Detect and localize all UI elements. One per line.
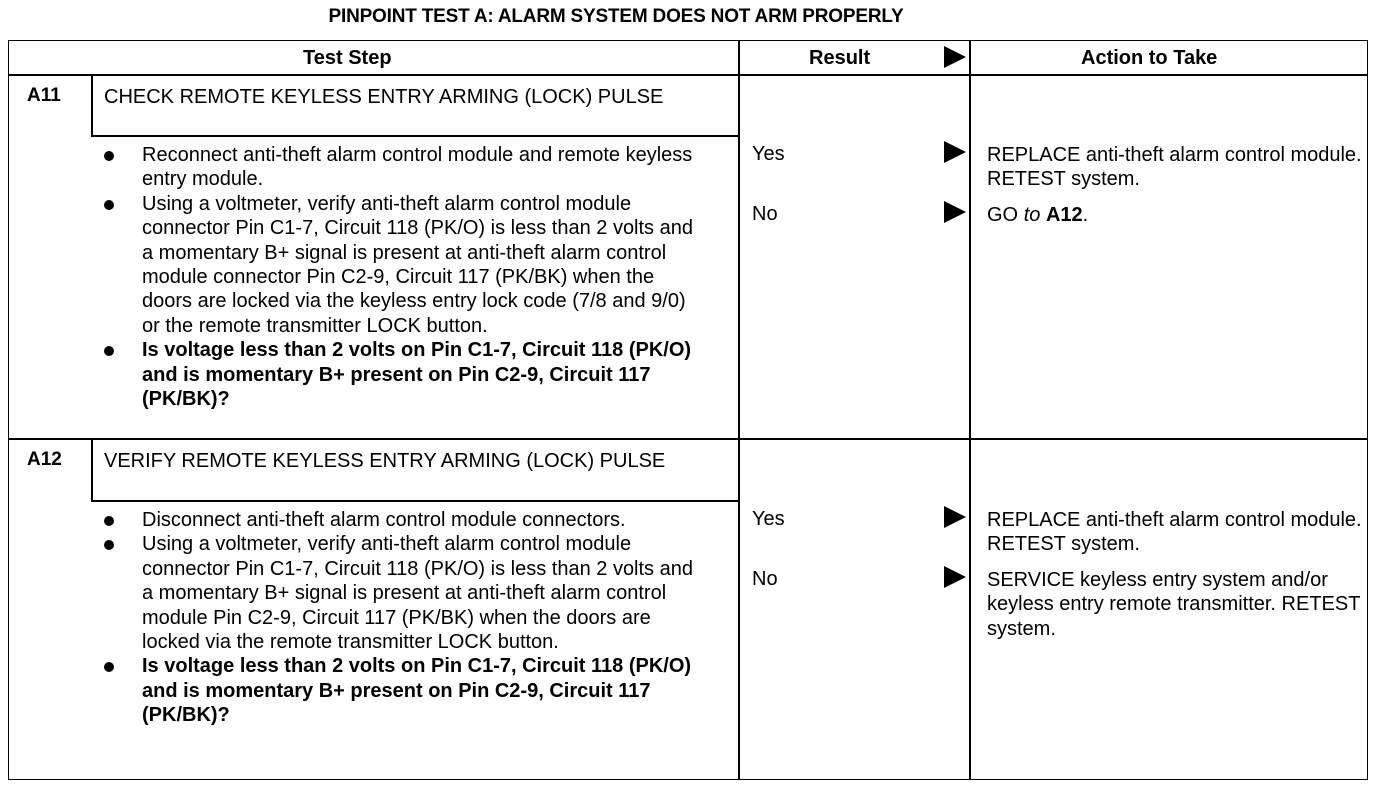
step-id-divider [91,438,93,501]
arrow-icon [944,506,966,528]
arrow-icon [944,46,966,68]
step-id: A12 [27,449,62,470]
row-divider [91,500,739,502]
action-verb: GO [987,204,1019,226]
page-title: PINPOINT TEST A: ALARM SYSTEM DOES NOT A… [328,6,904,27]
arrow-icon [944,201,966,223]
result-yes: Yes [752,508,785,530]
list-item: Is voltage less than 2 volts on Pin C1-7… [104,654,704,727]
step-instructions: Reconnect anti-theft alarm control modul… [104,143,704,411]
pinpoint-test-table: Test Step Result Action to Take A11 CHEC… [8,40,1368,780]
column-divider [738,41,740,779]
list-item: Using a voltmeter, verify anti-theft ala… [104,192,704,338]
arrow-icon [944,141,966,163]
row-divider [91,135,739,137]
result-no: No [752,568,778,590]
step-title: CHECK REMOTE KEYLESS ENTRY ARMING (LOCK)… [104,86,664,108]
list-item: Disconnect anti-theft alarm control modu… [104,508,704,532]
step-title: VERIFY REMOTE KEYLESS ENTRY ARMING (LOCK… [104,450,666,472]
step-id: A11 [27,85,61,106]
action-suffix: . [1082,204,1089,226]
header-action: Action to Take [1081,47,1218,69]
action-text: SERVICE keyless entry system and/or keyl… [987,569,1361,640]
action-text: REPLACE anti-theft alarm control module.… [987,144,1362,191]
action-text: GO to A12. [987,203,1367,227]
list-item: Is voltage less than 2 volts on Pin C1-7… [104,338,704,411]
step-instructions: Disconnect anti-theft alarm control modu… [104,508,704,728]
arrow-icon [944,566,966,588]
action-to: to [1023,204,1041,226]
list-item: Using a voltmeter, verify anti-theft ala… [104,532,704,654]
column-divider [969,41,971,779]
result-no: No [752,203,778,225]
header-test-step: Test Step [303,47,392,69]
header-divider [9,74,1367,76]
result-yes: Yes [752,143,785,165]
row-divider [9,438,1367,440]
step-id-divider [91,74,93,136]
step-reference: A12 [1045,204,1083,226]
list-item: Reconnect anti-theft alarm control modul… [104,143,704,192]
header-result: Result [809,47,871,69]
action-text: REPLACE anti-theft alarm control module.… [987,509,1362,556]
